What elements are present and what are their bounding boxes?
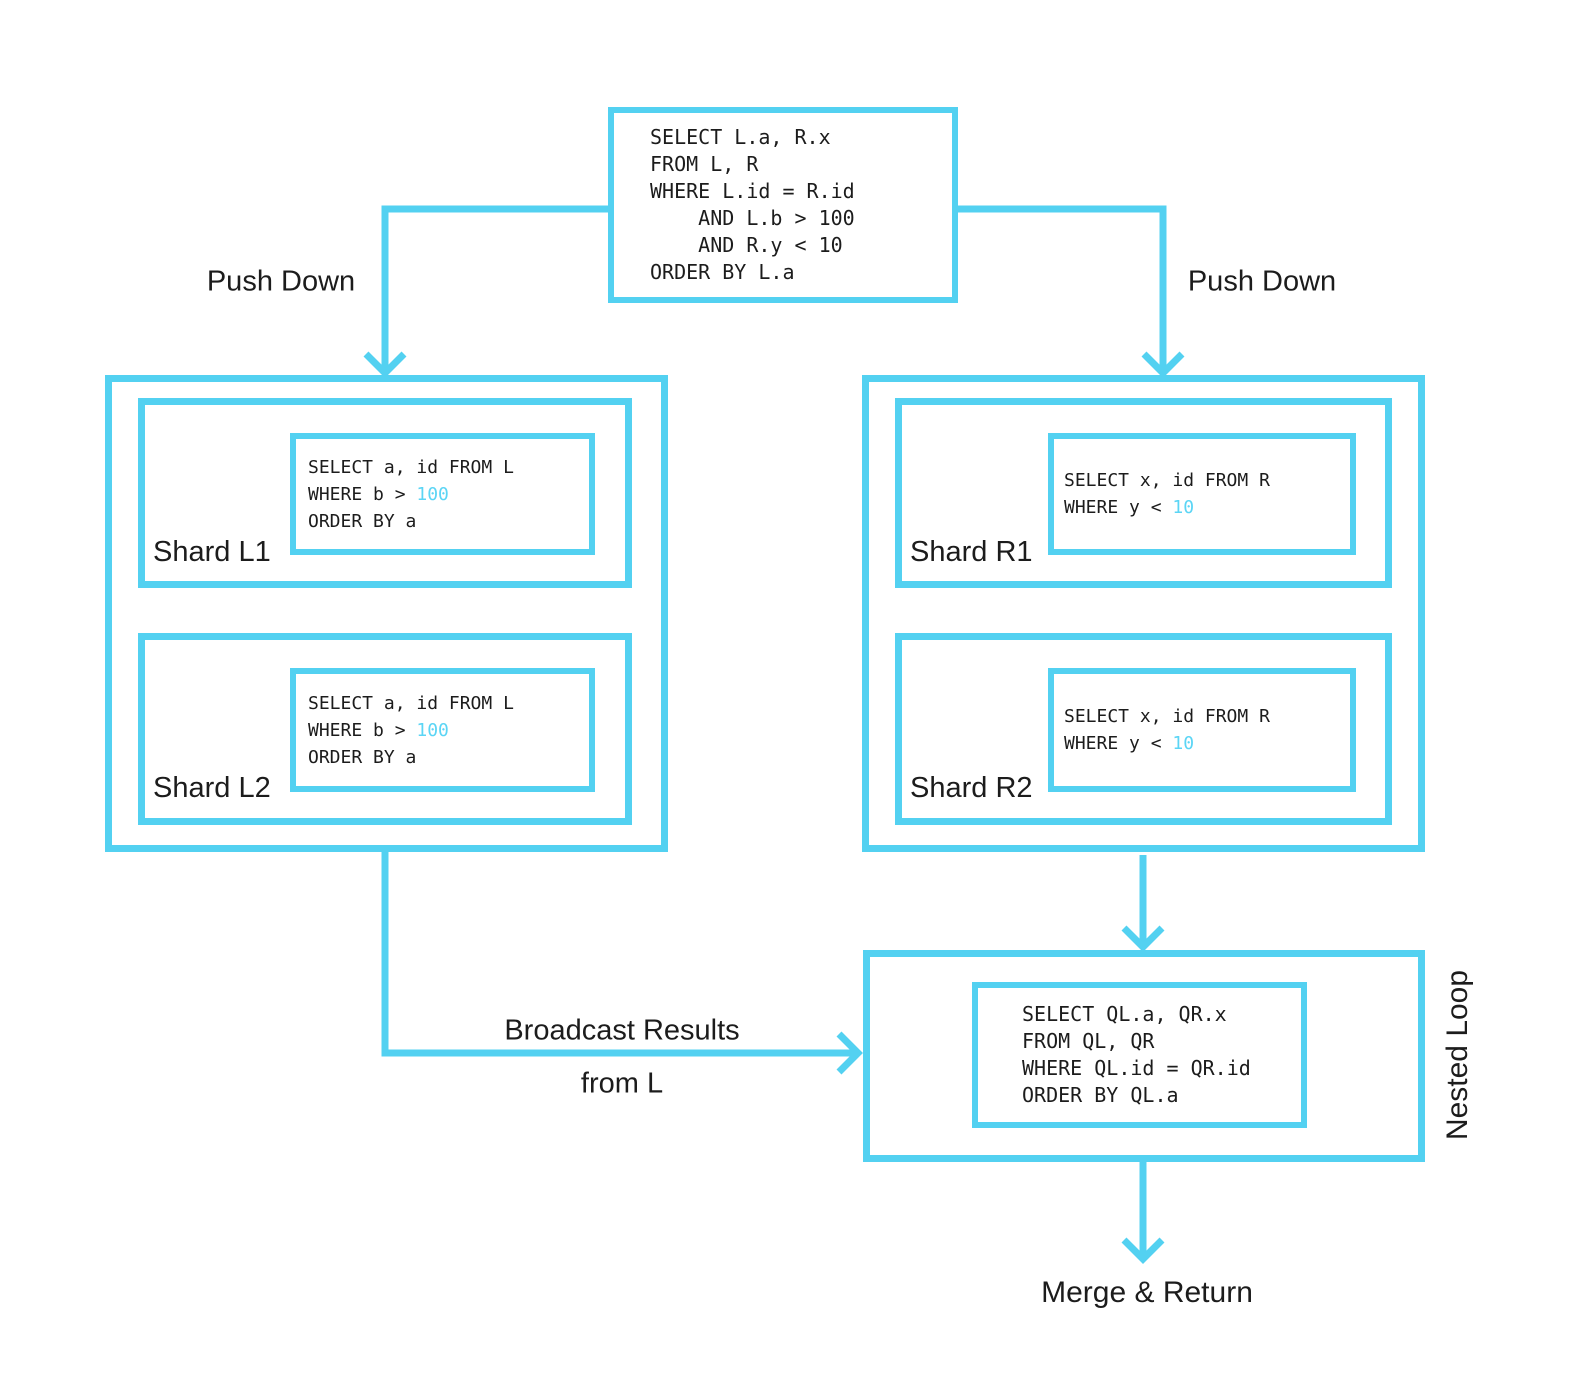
push-down-right-arrow [958, 205, 1185, 378]
right-cluster-to-join-arrow [1121, 855, 1165, 952]
where-value: 100 [416, 719, 449, 741]
where-value: 10 [1172, 497, 1195, 518]
root-query-line: SELECT L.a, R.x [650, 125, 831, 149]
shard-query-line: WHERE y < 10 [1064, 730, 1350, 757]
shard-query-line: SELECT x, id FROM R [1064, 470, 1270, 491]
join-query-line: SELECT QL.a, QR.x [1022, 1002, 1227, 1026]
root-query-line: AND R.y < 10 [650, 233, 843, 257]
shard-l2-label: Shard L2 [153, 772, 271, 804]
shard-r1-query-box: SELECT x, id FROM R WHERE y < 10 [1048, 433, 1356, 555]
where-value: 10 [1172, 733, 1195, 754]
where-value: 100 [416, 483, 449, 505]
shard-query-line: ORDER BY a [308, 510, 417, 532]
shard-r2-label: Shard R2 [910, 772, 1033, 804]
join-query-line: ORDER BY QL.a [1022, 1083, 1179, 1107]
merge-return-label: Merge & Return [1041, 1276, 1253, 1309]
where-clause: WHERE b > [308, 719, 417, 741]
shard-r1-label: Shard R1 [910, 536, 1033, 568]
root-query-line: AND L.b > 100 [650, 206, 855, 230]
shard-l1-query-box: SELECT a, id FROM L WHERE b > 100 ORDER … [290, 433, 595, 555]
root-query-line: ORDER BY L.a [650, 260, 795, 284]
join-query-box: SELECT QL.a, QR.x FROM QL, QR WHERE QL.i… [972, 982, 1307, 1128]
shard-query-line: WHERE b > 100 [308, 481, 589, 508]
where-clause: WHERE y < [1064, 733, 1173, 754]
broadcast-from-l-label: from L [580, 1067, 664, 1100]
shard-query-line: WHERE b > 100 [308, 717, 589, 744]
join-to-merge-arrow [1121, 1162, 1165, 1264]
shard-query-line: SELECT x, id FROM R [1064, 706, 1270, 727]
where-clause: WHERE b > [308, 483, 417, 505]
nested-loop-label: Nested Loop [1441, 969, 1474, 1141]
root-query-line: FROM L, R [650, 152, 759, 176]
push-down-left-label: Push Down [206, 265, 356, 298]
shard-l2-query-box: SELECT a, id FROM L WHERE b > 100 ORDER … [290, 668, 595, 792]
shard-query-line: ORDER BY a [308, 746, 417, 768]
push-down-right-label: Push Down [1187, 265, 1337, 298]
shard-query-line: WHERE y < 10 [1064, 494, 1350, 521]
where-clause: WHERE y < [1064, 497, 1173, 518]
shard-l1-label: Shard L1 [153, 536, 271, 568]
shard-r2-query-box: SELECT x, id FROM R WHERE y < 10 [1048, 668, 1356, 792]
join-query-line: FROM QL, QR [1022, 1029, 1155, 1053]
join-query-line: WHERE QL.id = QR.id [1022, 1056, 1251, 1080]
push-down-left-arrow [363, 205, 608, 378]
root-query-box: SELECT L.a, R.x FROM L, R WHERE L.id = R… [608, 107, 958, 303]
root-query-line: WHERE L.id = R.id [650, 179, 855, 203]
broadcast-results-label: Broadcast Results [504, 1014, 740, 1047]
shard-query-line: SELECT a, id FROM L [308, 692, 514, 714]
broadcast-results-arrow [381, 852, 863, 1075]
shard-query-line: SELECT a, id FROM L [308, 456, 514, 478]
